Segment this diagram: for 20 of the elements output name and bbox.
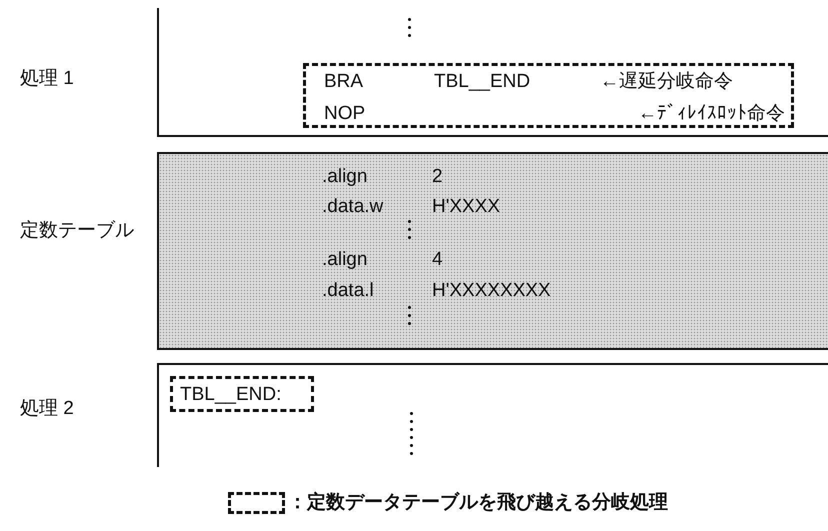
code-text: .data.w: [322, 196, 384, 218]
code-text: .align: [322, 166, 368, 188]
section-label: 処理 2: [20, 398, 74, 420]
comment-text: ←遅延分岐命令: [600, 71, 733, 93]
comment-text: ←ﾃﾞｨﾚｲｽﾛｯﾄ命令: [638, 103, 785, 125]
code-text: .align: [322, 249, 368, 271]
code-text: .data.l: [322, 280, 374, 302]
section-label: 定数テーブル: [20, 220, 134, 242]
code-text: H'XXXXXXXX: [432, 280, 551, 302]
dashed-box: [303, 63, 794, 128]
section-label: 処理 1: [20, 68, 74, 90]
code-text: H'XXXX: [432, 196, 500, 218]
code-text: TBL__END: [434, 71, 530, 93]
code-text: 4: [432, 249, 443, 271]
dashed-box: [170, 376, 314, 412]
code-text: BRA: [324, 71, 364, 93]
code-text: NOP: [324, 103, 366, 125]
code-text: 2: [432, 166, 443, 188]
legend-text: ：定数データテーブルを飛び越える分岐処理: [288, 492, 668, 514]
code-text: TBL__END:: [180, 384, 282, 406]
